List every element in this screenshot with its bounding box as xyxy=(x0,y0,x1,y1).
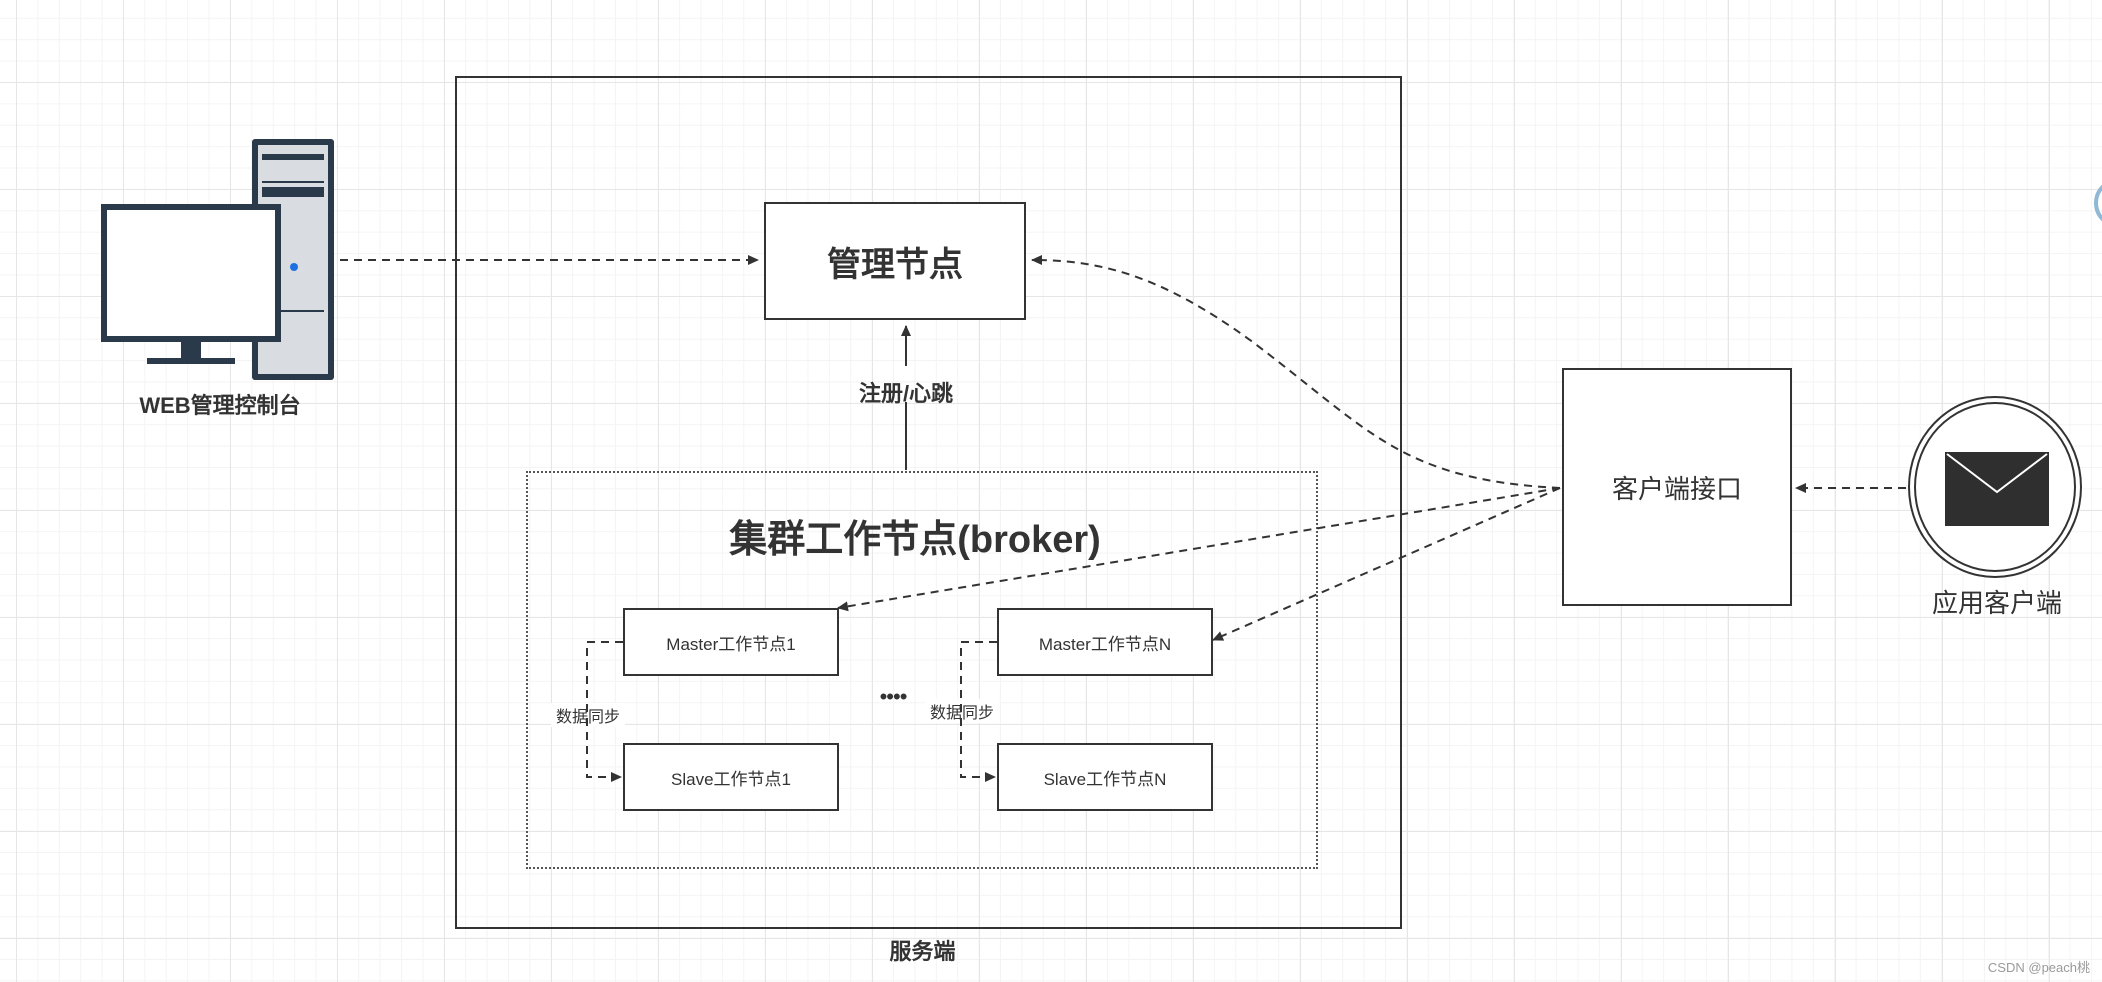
cluster-title: 集群工作节点(broker) xyxy=(729,519,1101,561)
management-node[interactable]: 管理节点 xyxy=(764,202,1026,320)
client-interface[interactable]: 客户端接口 xyxy=(1562,368,1792,606)
master-node-1-label: Master工作节点1 xyxy=(666,634,796,654)
server-boundary xyxy=(455,76,1402,929)
slave-node-1[interactable]: Slave工作节点1 xyxy=(623,743,839,811)
slave-node-n[interactable]: Slave工作节点N xyxy=(997,743,1213,811)
master-node-n[interactable]: Master工作节点N xyxy=(997,608,1213,676)
client-to-mgmt-arrow xyxy=(1031,255,1561,489)
watermark: CSDN @peach桃 xyxy=(1987,960,2090,975)
client-to-master1-arrow xyxy=(837,487,1561,612)
envelope-icon xyxy=(1945,452,2049,526)
register-heartbeat-label: 注册/心跳 xyxy=(858,381,954,406)
master-node-n-label: Master工作节点N xyxy=(1038,634,1172,654)
master-node-1[interactable]: Master工作节点1 xyxy=(623,608,839,676)
computer-icon[interactable] xyxy=(95,134,345,384)
slave-node-n-label: Slave工作节点N xyxy=(1043,769,1167,789)
management-node-label: 管理节点 xyxy=(827,245,963,284)
web-console-label: WEB管理控制台 xyxy=(139,393,301,418)
slave-node-1-label: Slave工作节点1 xyxy=(671,769,791,789)
app-client[interactable] xyxy=(1908,396,2082,578)
client-interface-label: 客户端接口 xyxy=(1611,473,1742,504)
ellipsis: •••• xyxy=(879,684,908,709)
data-sync-1-arrow xyxy=(586,641,623,782)
client-to-mastern-arrow xyxy=(1212,487,1561,641)
server-label: 服务端 xyxy=(889,939,956,964)
cluster-container xyxy=(526,471,1318,869)
data-sync-n-arrow xyxy=(960,641,997,782)
app-client-label: 应用客户端 xyxy=(1931,588,2062,618)
